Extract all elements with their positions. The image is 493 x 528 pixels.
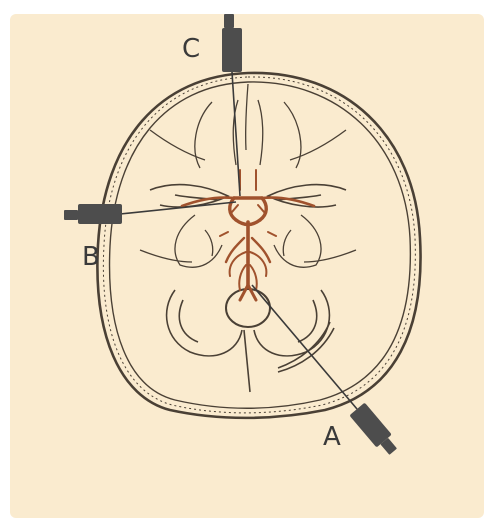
sphenoid-wings	[150, 185, 346, 207]
foramen-magnum	[226, 289, 270, 327]
beam-b	[120, 202, 236, 214]
posterior-fossa	[167, 290, 334, 392]
probe-label-a: A	[323, 424, 341, 450]
probe-b	[64, 204, 122, 224]
circle-of-willis	[182, 170, 314, 300]
probe-label-c: C	[182, 36, 200, 62]
anterior-structures	[150, 84, 346, 168]
probe-c	[222, 14, 242, 72]
probe-a	[349, 403, 400, 459]
probe-label-b: B	[82, 244, 100, 270]
beam-a	[252, 285, 357, 409]
